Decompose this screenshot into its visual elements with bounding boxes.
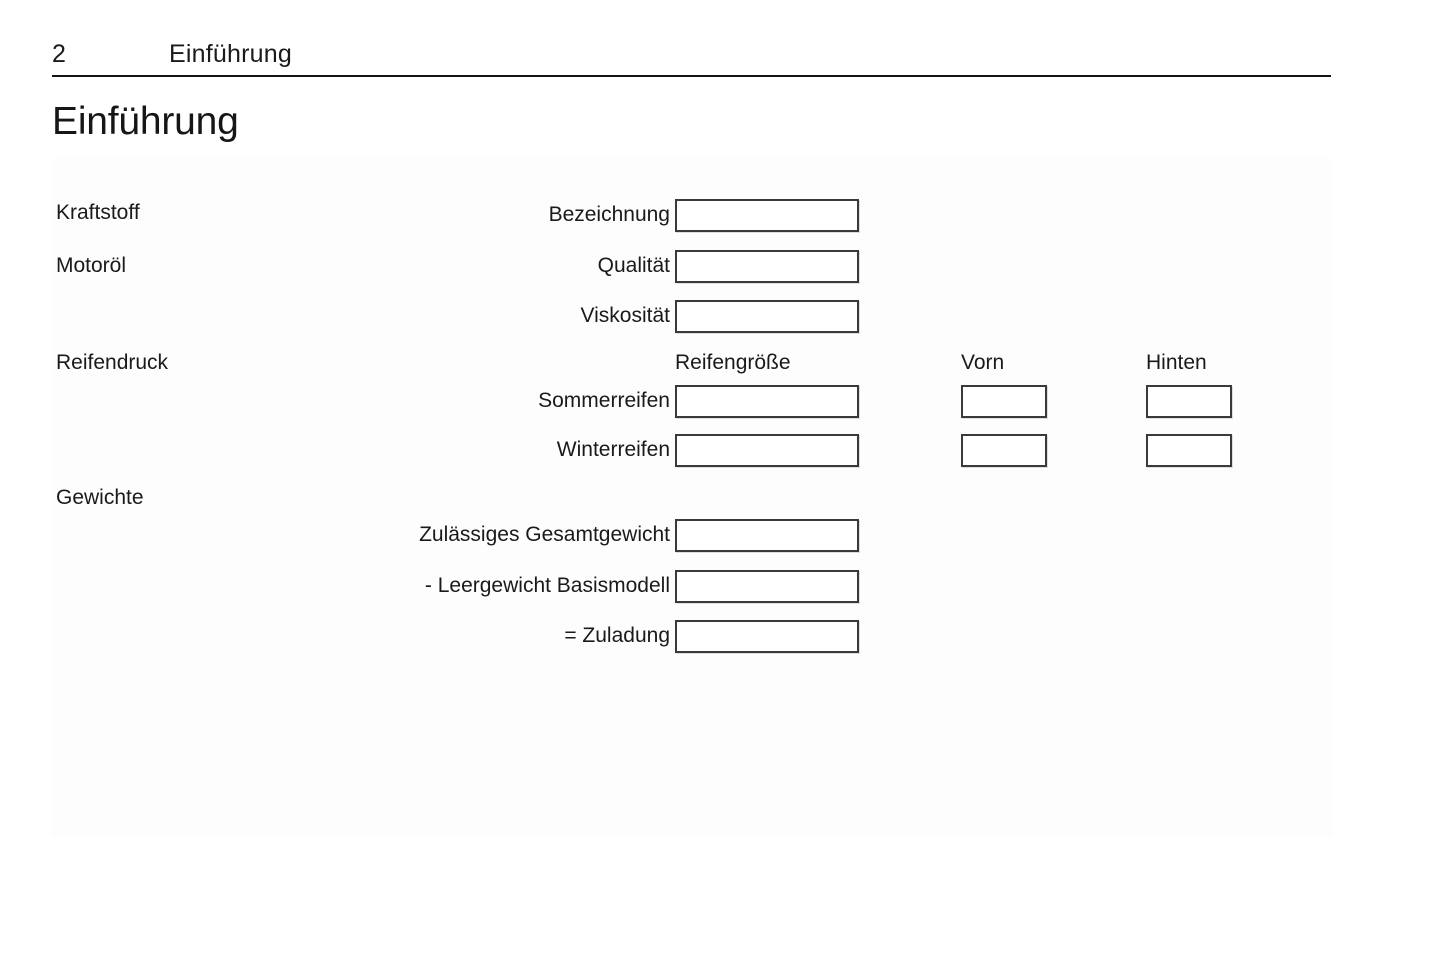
section-label-gewichte: Gewichte bbox=[56, 486, 144, 509]
page-header: 2 Einführung bbox=[52, 38, 1332, 78]
field-row-viskositaet: Viskosität bbox=[52, 300, 859, 334]
field-row-leergewicht: - Leergewicht Basismodell bbox=[52, 570, 859, 604]
section-label-motoroel: Motoröl bbox=[56, 254, 127, 277]
field-input-leergewicht[interactable] bbox=[675, 570, 859, 603]
field-row-gesamtgewicht: Zulässiges Gesamtgewicht bbox=[52, 519, 859, 553]
field-label-viskositaet: Viskosität bbox=[580, 304, 671, 327]
field-input-winterreifen-vorn[interactable] bbox=[961, 434, 1047, 467]
field-input-viskositaet[interactable] bbox=[675, 300, 859, 333]
field-input-zuladung[interactable] bbox=[675, 620, 859, 653]
field-input-sommerreifen-groesse[interactable] bbox=[675, 385, 859, 418]
column-header-reifengroesse: Reifengröße bbox=[675, 351, 791, 374]
column-header-hinten: Hinten bbox=[1146, 351, 1207, 374]
field-label-gesamtgewicht: Zulässiges Gesamtgewicht bbox=[419, 523, 670, 546]
section-label-reifendruck: Reifendruck bbox=[56, 351, 169, 374]
field-label-qualitaet: Qualität bbox=[597, 254, 670, 277]
chapter-name: Einführung bbox=[169, 40, 292, 68]
page-title: Einführung bbox=[52, 100, 239, 143]
field-input-sommerreifen-vorn[interactable] bbox=[961, 385, 1047, 418]
field-label-leergewicht: - Leergewicht Basismodell bbox=[424, 574, 670, 597]
field-input-winterreifen-groesse[interactable] bbox=[675, 434, 859, 467]
column-header-vorn: Vorn bbox=[961, 351, 1005, 374]
field-input-bezeichnung[interactable] bbox=[675, 199, 859, 232]
field-label-winterreifen: Winterreifen bbox=[556, 438, 670, 461]
field-row-bezeichnung: Bezeichnung bbox=[52, 199, 859, 233]
section-label-kraftstoff: Kraftstoff bbox=[56, 201, 140, 224]
field-row-sommerreifen: Sommerreifen bbox=[52, 385, 1232, 419]
field-input-gesamtgewicht[interactable] bbox=[675, 519, 859, 552]
field-input-qualitaet[interactable] bbox=[675, 250, 859, 283]
field-input-sommerreifen-hinten[interactable] bbox=[1146, 385, 1232, 418]
field-label-bezeichnung: Bezeichnung bbox=[548, 203, 670, 226]
field-row-qualitaet: Qualität bbox=[52, 250, 859, 284]
field-row-winterreifen: Winterreifen bbox=[52, 434, 1232, 468]
vehicle-data-form-panel: Kraftstoff Motoröl Reifendruck Gewichte … bbox=[52, 157, 1332, 836]
field-input-winterreifen-hinten[interactable] bbox=[1146, 434, 1232, 467]
page-number: 2 bbox=[52, 40, 67, 68]
field-label-zuladung: = Zuladung bbox=[564, 624, 670, 647]
header-divider bbox=[52, 75, 1331, 77]
field-label-sommerreifen: Sommerreifen bbox=[538, 389, 670, 412]
field-row-zuladung: = Zuladung bbox=[52, 620, 859, 654]
